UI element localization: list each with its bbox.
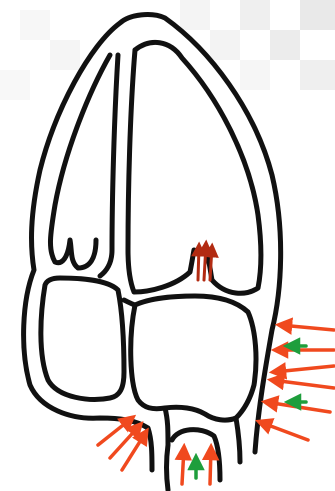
valve-arrow [198, 246, 199, 280]
outflow-base [167, 445, 169, 490]
red-arrow [210, 448, 211, 484]
valve-arrow [210, 247, 212, 280]
valve-arrow [204, 244, 206, 280]
red-arrow [182, 448, 184, 484]
